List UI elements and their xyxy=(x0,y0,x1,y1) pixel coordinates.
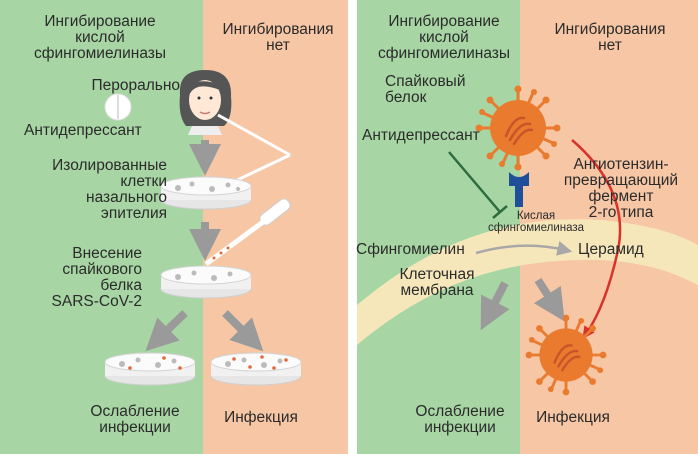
right-infection-label: Инфекция xyxy=(536,409,610,426)
flow-arrows-right xyxy=(480,277,565,331)
header-line: Ингибирование xyxy=(388,13,500,30)
label-line: фермент xyxy=(588,188,654,205)
receptor-icon xyxy=(509,172,529,207)
label-line: SARS-CoV-2 xyxy=(51,293,142,310)
label-line: Спайковый xyxy=(385,73,466,90)
oral-label: Перорально xyxy=(91,77,180,94)
infection-arrow xyxy=(571,139,622,340)
label-line: Кислая xyxy=(516,210,556,222)
label-line: Клеточная xyxy=(399,266,475,283)
flow-arrows-left xyxy=(145,140,264,352)
label-line: спайкового xyxy=(62,261,142,278)
header-line: нет xyxy=(598,37,622,54)
right-header-inhibition: Ингибирование кислой сфингомиелиназы xyxy=(358,14,530,62)
ace2-label: Ангиотензин- превращающий фермент 2-го т… xyxy=(546,157,696,221)
label-line: белок xyxy=(385,89,427,106)
right-green-panel xyxy=(357,0,520,454)
label-line: Ослабление xyxy=(90,403,180,420)
left-header-no-inhibition: Ингибирования нет xyxy=(208,22,348,54)
spike-protein-label: Спайковый белок xyxy=(385,74,465,106)
membrane-label: Клеточная мембрана xyxy=(383,267,491,299)
label-line: Ослабление xyxy=(415,403,505,420)
petri-dish-icon xyxy=(104,352,196,386)
spike-added-label: Внесение спайкового белка SARS-CoV-2 xyxy=(10,246,142,310)
right-reduced-infection-label: Ослабление инфекции xyxy=(405,404,515,436)
divider-gap xyxy=(348,0,357,454)
label-line: Изолированные xyxy=(52,157,167,174)
label-line: инфекции xyxy=(424,419,496,436)
ceramide-label: Церамид xyxy=(578,241,644,258)
sphingomyelin-label: Сфингомиелин xyxy=(356,241,465,258)
cell-membrane xyxy=(357,219,698,345)
header-line: кислой xyxy=(419,29,469,46)
label-line: Ангиотензин- xyxy=(573,156,669,173)
header-line: кислой xyxy=(75,29,125,46)
header-line: сфингомиелиназы xyxy=(33,45,167,62)
cells-label: Изолированные клетки назального эпителия xyxy=(10,158,167,222)
left-reduced-infection-label: Ослабление инфекции xyxy=(80,404,190,436)
petri-dish-icon xyxy=(210,352,302,386)
label-line: 2-го типа xyxy=(588,204,654,221)
right-antidepressant-label: Антидепрессант xyxy=(362,127,480,144)
label-line: превращающий xyxy=(563,172,679,189)
label-line: клетки xyxy=(120,173,167,190)
person-icon xyxy=(179,70,232,135)
pipette-icon xyxy=(204,198,291,267)
label-line: сфингомиелиназа xyxy=(487,222,585,234)
header-line: сфингомиелиназы xyxy=(377,45,511,62)
label-line: белка xyxy=(100,277,142,294)
acid-smase-label: Кислая сфингомиелиназа xyxy=(470,210,602,234)
label-line: назального xyxy=(86,189,167,206)
label-line: эпителия xyxy=(100,205,167,222)
pill-icon xyxy=(104,93,132,121)
virus-icon xyxy=(524,313,608,397)
header-line: Ингибирование xyxy=(44,13,156,30)
petri-dish-icon xyxy=(160,176,252,210)
label-line: инфекции xyxy=(99,419,171,436)
petri-dish-icon xyxy=(160,265,252,299)
antidepressant-label: Антидепрессант xyxy=(24,122,142,139)
header-line: Ингибирования xyxy=(554,21,666,38)
left-header-inhibition: Ингибирование кислой сфингомиелиназы xyxy=(10,14,190,62)
label-line: Внесение xyxy=(72,245,142,262)
left-infection-label: Инфекция xyxy=(224,409,298,426)
conversion-arrow xyxy=(475,240,573,256)
right-header-no-inhibition: Ингибирования нет xyxy=(522,22,698,54)
label-line: мембрана xyxy=(400,282,474,299)
header-line: Ингибирования xyxy=(222,21,334,38)
header-line: нет xyxy=(266,37,290,54)
inhibition-line xyxy=(448,151,508,219)
sample-line xyxy=(217,113,291,157)
